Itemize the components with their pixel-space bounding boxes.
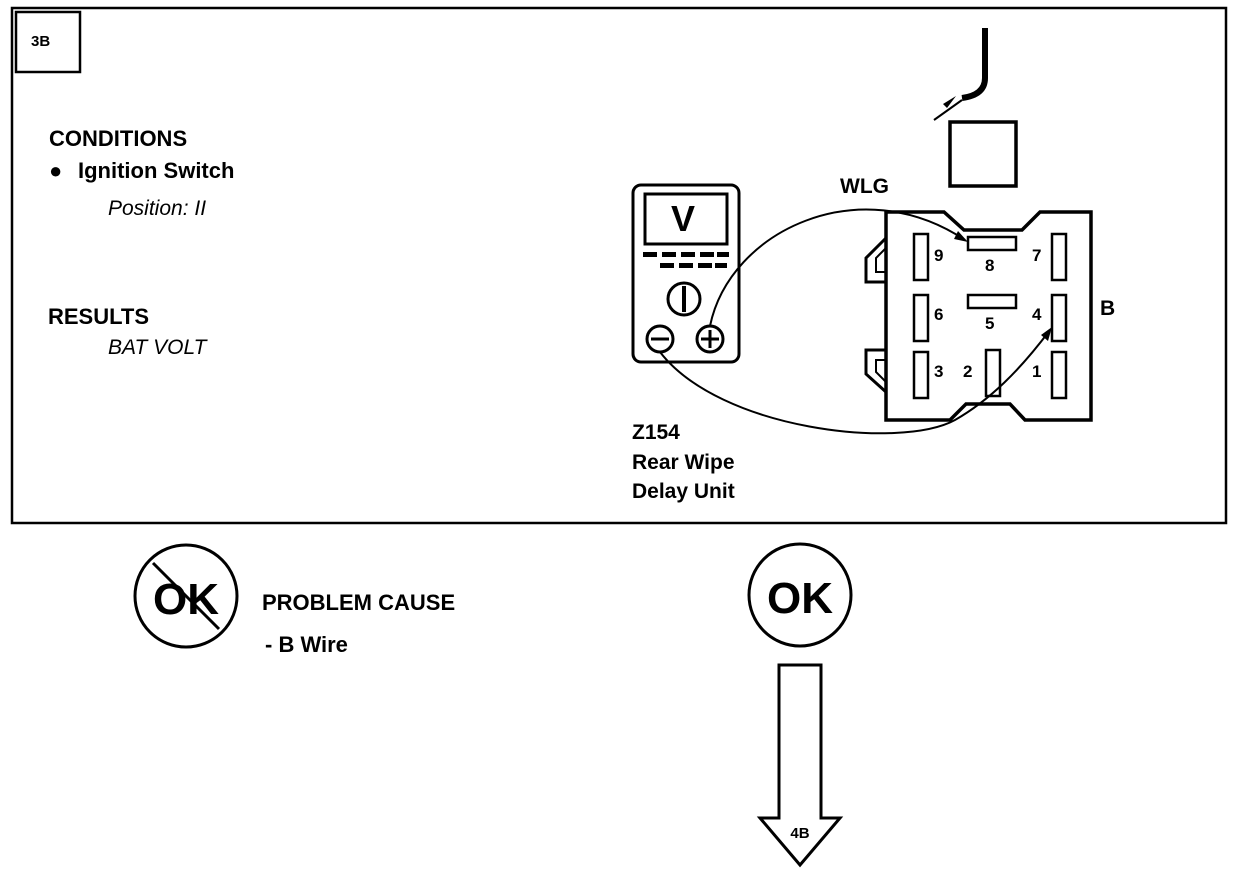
step-id-box xyxy=(14,10,82,74)
wire-label-wlg: WLG xyxy=(840,175,889,198)
multimeter-display xyxy=(643,192,729,246)
test-leads xyxy=(659,208,1051,435)
not-ok-symbol: OK xyxy=(133,543,239,649)
pin-label-6: 6 xyxy=(934,305,944,324)
condition-bullet-icon: ● xyxy=(49,158,63,183)
wire-label-b: B xyxy=(1100,297,1116,320)
results-heading: RESULTS xyxy=(48,304,150,329)
meter-display-label: V xyxy=(671,198,696,239)
ok-symbol: OK xyxy=(747,542,853,648)
results-value: BAT VOLT xyxy=(108,336,207,359)
next-step-label: 4B xyxy=(790,825,809,842)
pin-label-8: 8 xyxy=(985,256,995,275)
pin-label-3: 3 xyxy=(934,362,944,381)
pin-label-2: 2 xyxy=(963,362,973,381)
problem-cause-item: - B Wire xyxy=(265,632,348,657)
svg-text:OK: OK xyxy=(767,574,833,623)
pin-label-7: 7 xyxy=(1032,246,1042,265)
problem-cause-heading: PROBLEM CAUSE xyxy=(262,590,456,615)
delay-unit-connector xyxy=(864,210,1093,422)
svg-text:OK: OK xyxy=(153,575,219,624)
component-name-line1: Rear Wipe xyxy=(632,451,735,474)
pin-label-4: 4 xyxy=(1032,305,1042,324)
condition-detail: Position: II xyxy=(108,197,207,220)
component-code: Z154 xyxy=(632,421,680,444)
harness-wire xyxy=(933,28,988,121)
step-id: 3B xyxy=(31,33,51,50)
step-frame xyxy=(10,6,1228,525)
component-name-line2: Delay Unit xyxy=(632,480,735,503)
pin-label-9: 9 xyxy=(934,246,944,265)
condition-item: Ignition Switch xyxy=(78,158,235,183)
pin-label-1: 1 xyxy=(1032,362,1042,381)
conditions-heading: CONDITIONS xyxy=(49,126,188,151)
probe-arrow-pin8 xyxy=(954,231,968,242)
next-step-arrow: 4B xyxy=(756,663,844,868)
harness-connector xyxy=(948,120,1018,188)
pin-label-5: 5 xyxy=(985,314,995,333)
probe-arrow-pin4 xyxy=(1041,327,1052,341)
